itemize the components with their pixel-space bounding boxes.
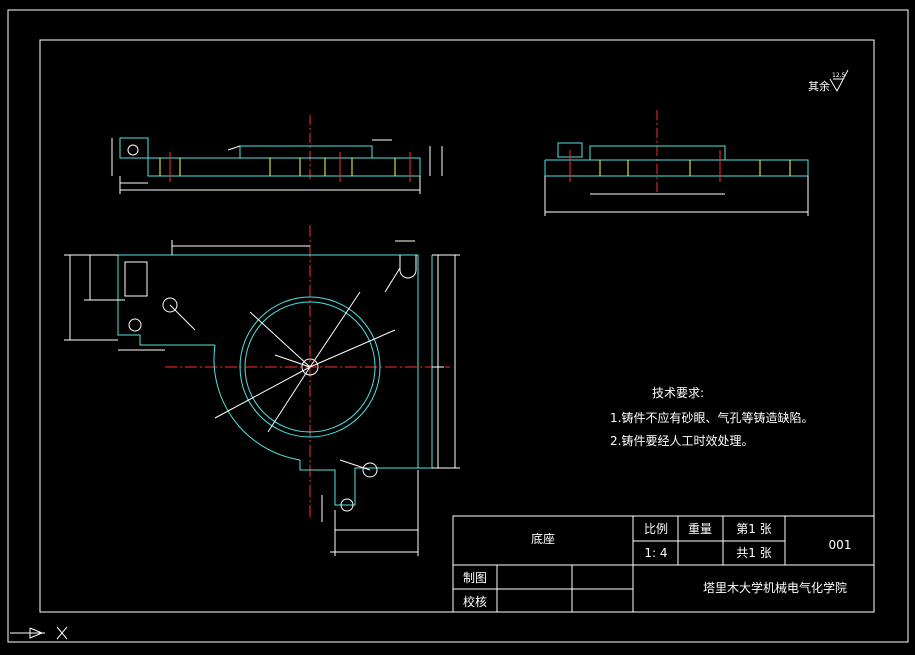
front-view — [111, 115, 443, 194]
roughness-symbol: 其余 12.5 — [808, 69, 849, 93]
roughness-prefix: 其余 — [808, 79, 830, 93]
checked-by-label: 校核 — [463, 594, 487, 609]
scale-value: 1: 4 — [644, 546, 667, 560]
title-block: 底座 比例 重量 第1 张 1: 4 共1 张 001 制图 校核 塔里木大学机… — [463, 522, 851, 609]
tech-requirement-item: 1.铸件不应有砂眼、气孔等铸造缺陷。 — [610, 410, 813, 425]
ucs-icon — [10, 626, 68, 640]
weight-label: 重量 — [688, 522, 712, 536]
top-view — [64, 225, 460, 556]
sheet-outer-border — [7, 9, 909, 643]
total-sheets-label: 共1 张 — [736, 546, 771, 560]
part-name: 底座 — [531, 531, 555, 546]
tech-requirements: 技术要求: 1.铸件不应有砂眼、气孔等铸造缺陷。 2.铸件要经人工时效处理。 — [610, 386, 813, 448]
sheet-label: 第1 张 — [736, 522, 771, 536]
tech-requirement-item: 2.铸件要经人工时效处理。 — [610, 433, 753, 448]
tech-requirements-title: 技术要求: — [652, 386, 704, 400]
roughness-value: 12.5 — [832, 72, 846, 79]
drawn-by-label: 制图 — [463, 571, 487, 585]
scale-label: 比例 — [644, 522, 668, 536]
title-block-frame — [452, 515, 875, 613]
organization-name: 塔里木大学机械电气化学院 — [703, 580, 847, 595]
side-view — [544, 110, 809, 216]
drawing-number: 001 — [829, 538, 852, 552]
roughness-check-icon — [829, 69, 849, 93]
